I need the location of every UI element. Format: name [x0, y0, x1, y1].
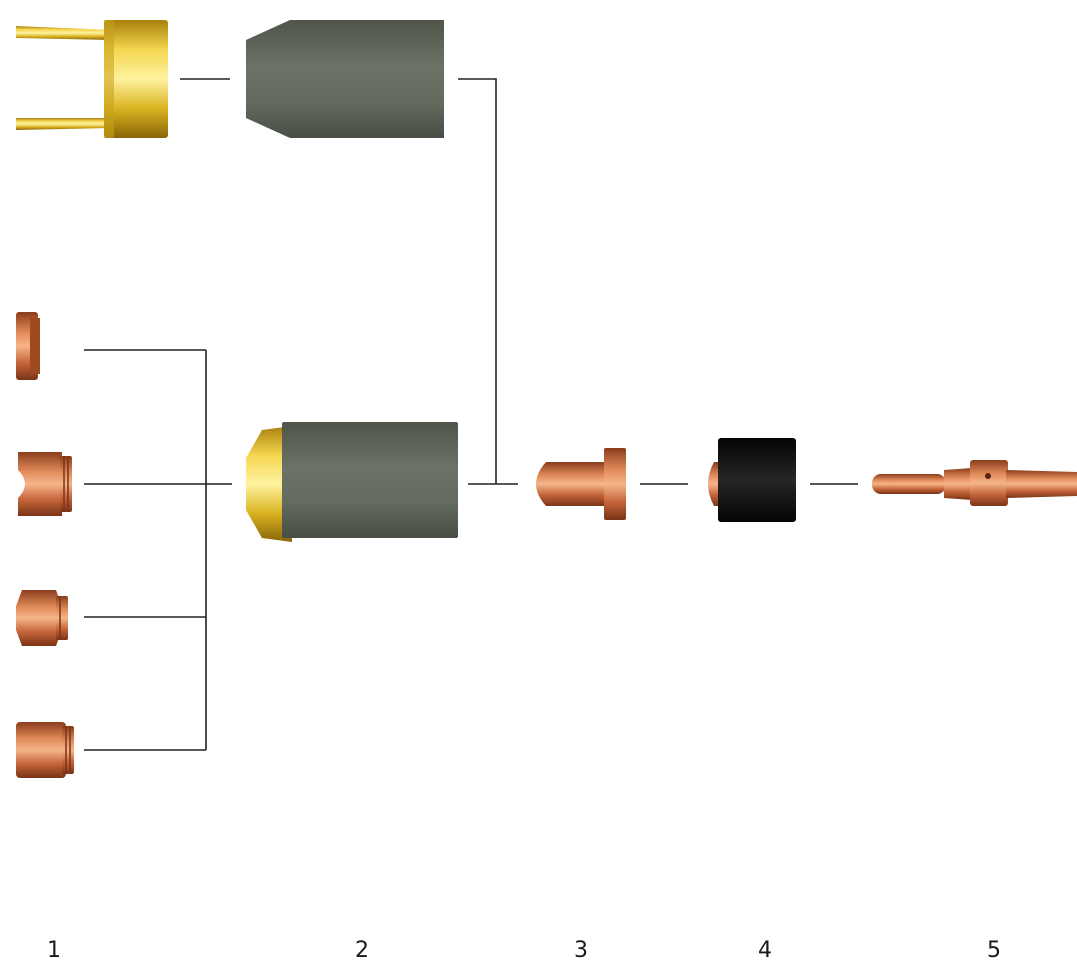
- connector-lines: [84, 78, 858, 751]
- brass-drag-shield: [16, 20, 168, 138]
- electrode: [872, 460, 1077, 506]
- column-label-1: 1: [47, 938, 61, 963]
- copper-tip-2: [18, 452, 72, 516]
- copper-tip-3: [16, 590, 68, 646]
- copper-tip-4: [16, 722, 74, 778]
- shield-cup-center: [246, 422, 458, 542]
- connector-top-to-center: [458, 78, 497, 484]
- shield-cup-top: [246, 20, 444, 138]
- column-label-3: 3: [574, 938, 588, 963]
- column-label-5: 5: [987, 938, 1001, 963]
- swirl-ring: [708, 438, 796, 522]
- column-label-4: 4: [758, 938, 772, 963]
- column-label-2: 2: [355, 938, 369, 963]
- copper-tip-1: [16, 312, 40, 380]
- nozzle: [536, 448, 626, 520]
